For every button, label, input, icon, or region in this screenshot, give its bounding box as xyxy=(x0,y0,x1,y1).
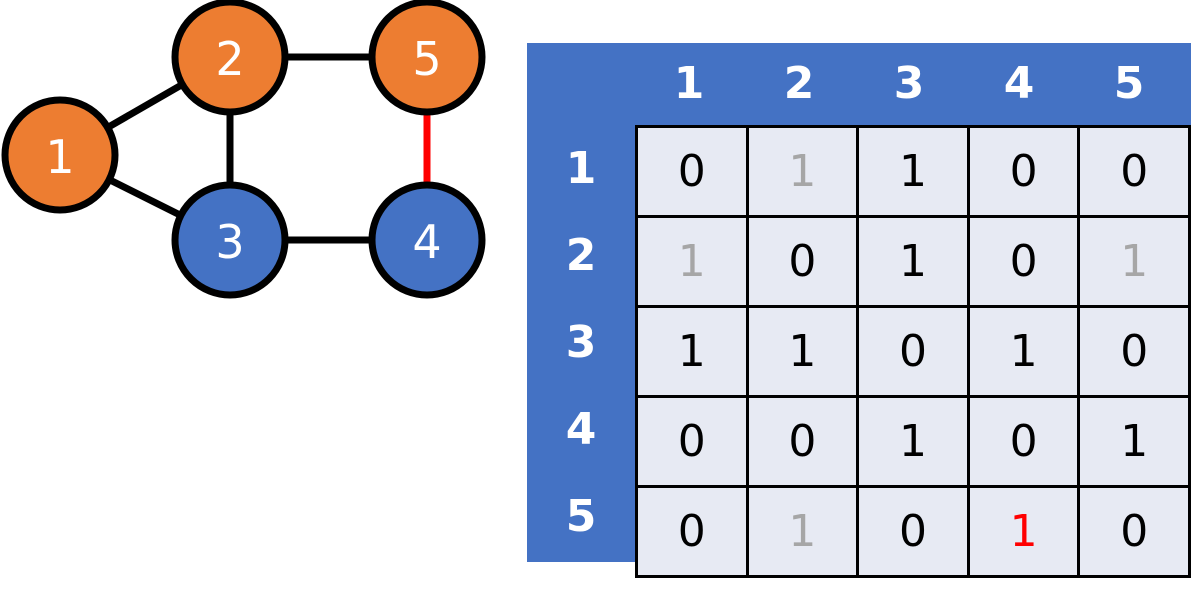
matrix-cell-1-4[interactable]: 0 xyxy=(966,125,1081,218)
matrix-cell-3-4[interactable]: 1 xyxy=(966,305,1081,398)
matrix-row-header-5: 5 xyxy=(565,490,597,542)
matrix-cell-2-5[interactable]: 1 xyxy=(1077,215,1191,308)
matrix-cell-2-3[interactable]: 1 xyxy=(856,215,970,308)
node-label-4: 4 xyxy=(412,215,441,269)
matrix-cell-4-3[interactable]: 1 xyxy=(856,395,970,488)
matrix-col-header-4: 4 xyxy=(1003,58,1035,109)
graph-node-3[interactable]: 3 xyxy=(171,181,289,299)
matrix-cell-1-5[interactable]: 0 xyxy=(1077,125,1191,218)
matrix-cell-5-2[interactable]: 1 xyxy=(745,485,860,578)
node-circle-1 xyxy=(1,96,119,214)
graph-node-2[interactable]: 2 xyxy=(171,0,289,116)
matrix-col-header-2: 2 xyxy=(783,58,815,109)
node-label-3: 3 xyxy=(215,215,244,269)
graph-node-5[interactable]: 5 xyxy=(368,0,486,116)
node-circle-5 xyxy=(368,0,486,116)
graph-node-4[interactable]: 4 xyxy=(368,181,486,299)
matrix-col-header-1: 1 xyxy=(673,58,705,109)
matrix-cell-3-3[interactable]: 0 xyxy=(856,305,970,398)
matrix-col-header-5: 5 xyxy=(1113,58,1145,109)
matrix-cell-5-3[interactable]: 0 xyxy=(856,485,970,578)
matrix-cell-4-5[interactable]: 1 xyxy=(1077,395,1191,488)
matrix-cell-2-1[interactable]: 1 xyxy=(635,215,749,308)
node-circle-2 xyxy=(171,0,289,116)
matrix-cell-2-2[interactable]: 0 xyxy=(745,215,860,308)
matrix-cell-5-1[interactable]: 0 xyxy=(635,485,749,578)
matrix-cell-1-1[interactable]: 0 xyxy=(635,125,749,218)
matrix-row-header-1: 1 xyxy=(565,142,597,194)
matrix-cell-4-4[interactable]: 0 xyxy=(966,395,1081,488)
matrix-cell-5-4[interactable]: 1 xyxy=(966,485,1081,578)
matrix-row-header-3: 3 xyxy=(565,316,597,368)
matrix-row-header-2: 2 xyxy=(565,229,597,281)
matrix-cell-1-3[interactable]: 1 xyxy=(856,125,970,218)
node-circle-4 xyxy=(368,181,486,299)
matrix-cell-3-2[interactable]: 1 xyxy=(745,305,860,398)
matrix-row-header-4: 4 xyxy=(565,403,597,455)
graph-node-1[interactable]: 1 xyxy=(1,96,119,214)
node-layer: 1 2 5 3 4 xyxy=(1,0,486,299)
matrix-cell-4-2[interactable]: 0 xyxy=(745,395,860,488)
graph-panel: 1 2 5 3 4 xyxy=(0,0,520,320)
matrix-cell-5-5[interactable]: 0 xyxy=(1077,485,1191,578)
matrix-col-header-3: 3 xyxy=(893,58,925,109)
matrix-cell-3-5[interactable]: 0 xyxy=(1077,305,1191,398)
node-label-1: 1 xyxy=(45,130,74,184)
graph-diagram: 1 2 5 3 4 xyxy=(1,0,486,299)
node-circle-3 xyxy=(171,181,289,299)
matrix-cell-3-1[interactable]: 1 xyxy=(635,305,749,398)
matrix-cell-1-2[interactable]: 1 xyxy=(745,125,860,218)
matrix-cell-4-1[interactable]: 0 xyxy=(635,395,749,488)
node-label-5: 5 xyxy=(412,32,441,86)
matrix-cell-2-4[interactable]: 0 xyxy=(966,215,1081,308)
node-label-2: 2 xyxy=(215,32,244,86)
